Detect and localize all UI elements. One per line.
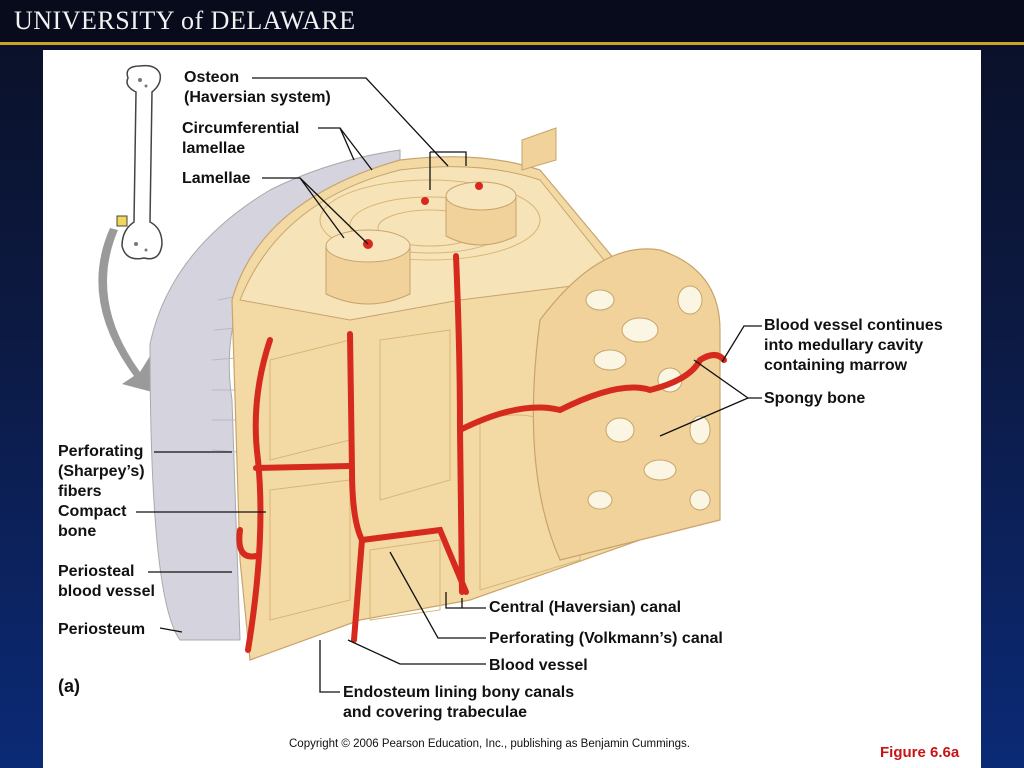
central-canal-label: Central (Haversian) canal [489, 599, 682, 616]
osteon-label: Osteon(Haversian system) [184, 69, 331, 106]
spongy-bone-label: Spongy bone [764, 390, 866, 407]
blood-vessels [236, 253, 727, 653]
figure-number: Figure 6.6a [880, 744, 960, 761]
university-logo: UNIVERSITY of DELAWARE [14, 6, 356, 35]
osteon-cylinders [325, 127, 557, 305]
trabecular-holes [585, 285, 711, 511]
femur-thumbnail [116, 64, 163, 260]
leader-lines [136, 77, 762, 693]
periosteum-label: Periosteum [58, 621, 146, 638]
blood-vessel-label: Blood vessel [489, 657, 588, 674]
header-gold-rule [0, 42, 1024, 45]
copyright-text: Copyright © 2006 Pearson Education, Inc.… [289, 738, 690, 750]
perforating-fibers-label: Perforating(Sharpey’s)fibers [58, 443, 145, 500]
perforating-canal-label: Perforating (Volkmann’s) canal [489, 630, 723, 647]
panel-label: (a) [58, 676, 80, 696]
spongy-bone [532, 248, 721, 561]
header-bar: UNIVERSITY of DELAWARE [0, 0, 1024, 42]
lamellae-label: Lamellae [182, 170, 251, 187]
